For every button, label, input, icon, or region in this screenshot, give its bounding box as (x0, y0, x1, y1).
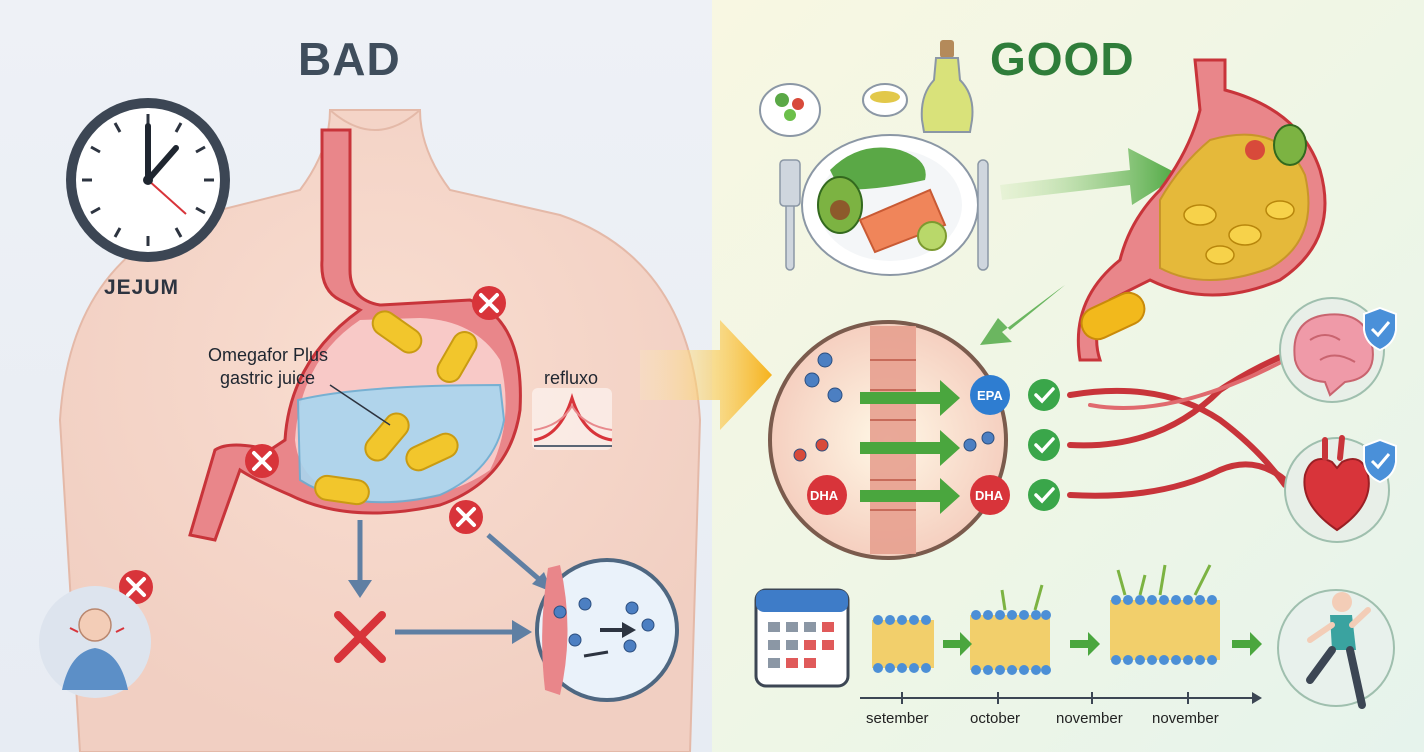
membrane-stage-3 (1110, 564, 1220, 665)
check-mark-icon (1028, 379, 1060, 511)
molecule-badges (970, 375, 1010, 515)
fasting-label: JEJUM (104, 276, 180, 299)
bad-title: BAD (298, 33, 401, 85)
cutlery-icon (779, 159, 989, 271)
stomach-label-line2: gastric juice (220, 368, 316, 388)
heart-icon (1284, 435, 1390, 543)
runner-icon (1277, 589, 1395, 709)
membrane-stage-1 (872, 615, 934, 673)
dha-badge-label-right: DHA (975, 488, 1004, 503)
sick-person-icon (39, 586, 151, 698)
timeline-month-1: setember (866, 710, 929, 727)
flow-arrows-good (980, 148, 1180, 345)
membrane-stage-2 (970, 584, 1051, 675)
capsule-icon (314, 310, 478, 506)
timeline-month-2: october (970, 710, 1021, 727)
absorption-circle-good (768, 320, 1008, 560)
shield-icon (1363, 306, 1397, 484)
membrane-stages (872, 564, 1262, 675)
timeline-month-3: november (1056, 710, 1123, 727)
reflux-graph (532, 388, 613, 450)
stomach-good (1076, 58, 1327, 362)
brain-icon (1279, 297, 1385, 403)
clock-icon (66, 98, 230, 262)
plate-meal-icon (801, 134, 979, 276)
absorption-circle-bad (535, 558, 679, 702)
reflux-label: refluxo (544, 368, 599, 388)
calendar-icon (754, 588, 850, 688)
epa-badge-label: EPA (977, 388, 1003, 403)
timeline-month-4: november (1152, 710, 1219, 727)
stomach-label-line1: Omegafor Plus (208, 345, 329, 365)
timeline-axis (860, 692, 1262, 704)
x-mark-icon (119, 286, 506, 663)
oil-bottle-icon (920, 40, 974, 133)
dha-badge-label-left: DHA (810, 488, 839, 503)
capsule-icon (1080, 291, 1146, 341)
salad-bowl-icon (759, 83, 821, 137)
artery-paths (1067, 352, 1288, 499)
good-title: GOOD (990, 33, 1135, 85)
oil-bowl-icon (862, 83, 908, 117)
transition-arrow (640, 320, 772, 430)
